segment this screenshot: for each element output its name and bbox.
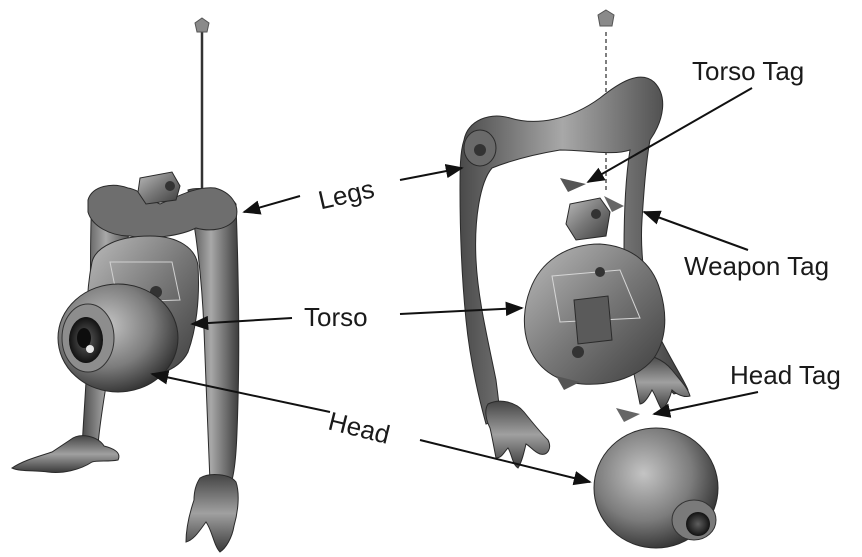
arrow-head-left [152, 374, 330, 412]
label-head: Head [325, 406, 393, 450]
exploded-weapon-block [566, 198, 610, 240]
leader-arrows [152, 88, 758, 482]
right-pole-top-marker [598, 10, 614, 26]
label-torso: Torso [304, 302, 368, 332]
label-torso-tag: Torso Tag [692, 56, 804, 86]
label-legs: Legs [315, 173, 377, 215]
exploded-model [460, 10, 718, 548]
arrow-legs-right [400, 168, 462, 180]
head-tag-marker [616, 408, 640, 422]
exploded-iris [686, 512, 710, 536]
arrow-legs-left [244, 196, 300, 212]
label-head-tag: Head Tag [730, 360, 841, 390]
torso-tag-marker [560, 178, 586, 192]
left-model-left-hand [12, 436, 119, 473]
assembled-model [12, 18, 239, 552]
left-pole-top-marker [195, 18, 209, 32]
arrow-weapon-tag [644, 212, 748, 250]
left-model-right-hand [186, 475, 238, 552]
label-weapon-tag: Weapon Tag [684, 251, 829, 281]
arrow-torso-right [400, 308, 522, 314]
left-model-right-arm [188, 189, 239, 482]
exploded-head [594, 428, 718, 548]
